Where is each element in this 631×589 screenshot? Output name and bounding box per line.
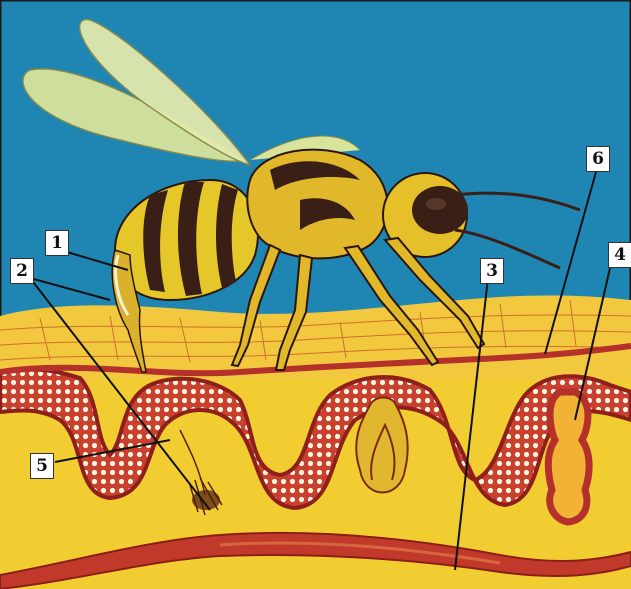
wasp-stripes — [143, 182, 238, 296]
label-5: 5 — [30, 453, 54, 479]
label-2: 2 — [10, 258, 34, 284]
label-3: 3 — [480, 258, 504, 284]
label-1: 1 — [45, 230, 69, 256]
sweat-gland — [548, 392, 589, 522]
label-6: 6 — [586, 146, 610, 172]
label-4: 4 — [608, 242, 631, 268]
